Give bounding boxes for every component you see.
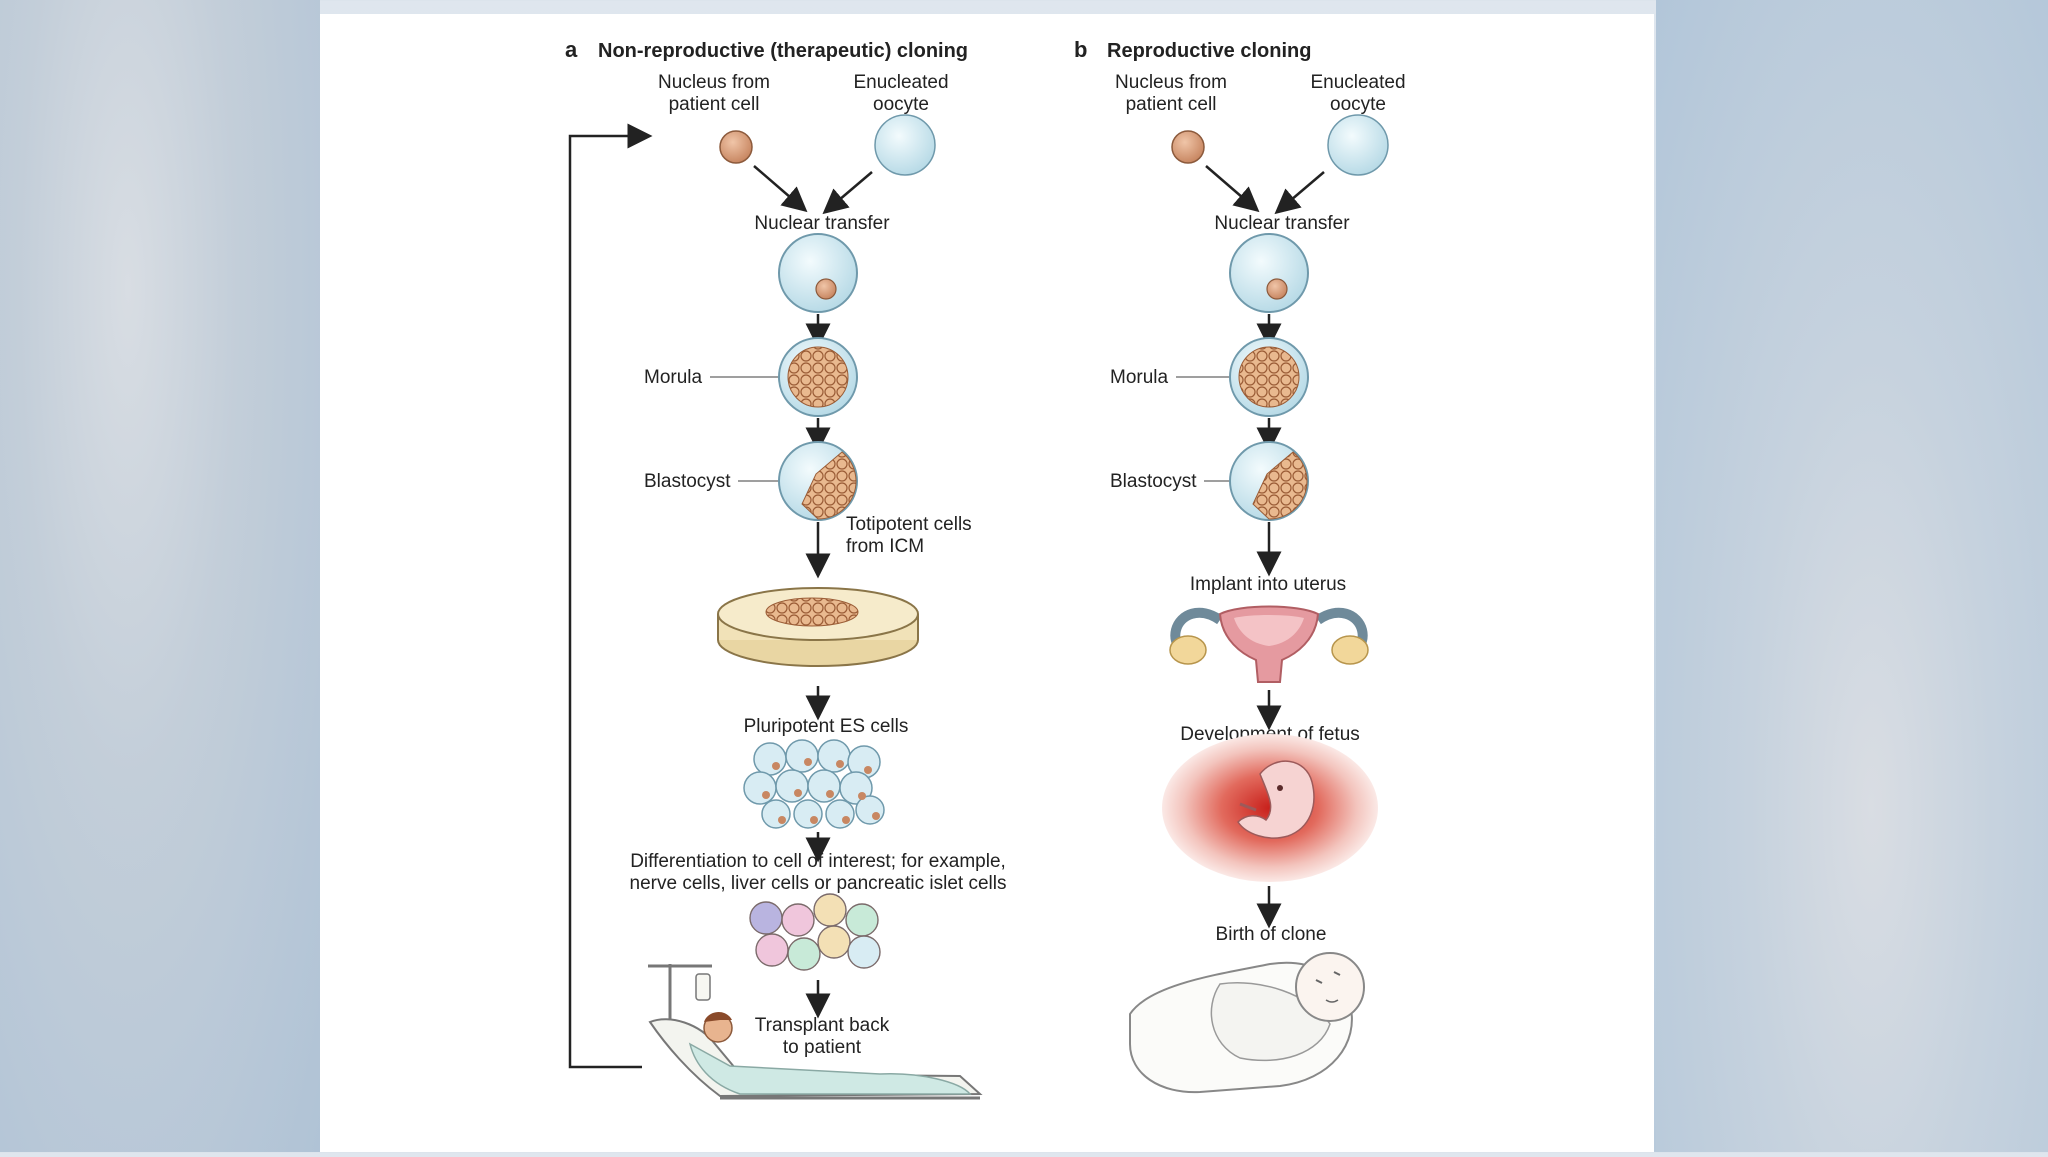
panel-a-arrow-oocyte — [822, 171, 873, 215]
panel-a-totipotent-2: from ICM — [846, 536, 924, 557]
panel-b-title: Reproductive cloning — [1107, 40, 1311, 62]
panel-a-transfer-oocyte — [778, 233, 858, 313]
panel-a-es-cells — [743, 739, 885, 829]
background-right — [1656, 0, 2048, 1152]
panel-b-nucleus-label-1: Nucleus from — [1115, 72, 1227, 93]
panel-b-morula-label: Morula — [1110, 367, 1169, 388]
panel-a-morula-label: Morula — [644, 367, 703, 388]
panel-b-morula-cells — [1238, 346, 1300, 408]
panel-b-blastocyst-label: Blastocyst — [1110, 471, 1197, 492]
cloning-diagram: a Non-reproductive (therapeutic) cloning… — [565, 37, 1406, 1100]
panel-b-nuclear-transfer: Nuclear transfer — [1214, 213, 1350, 234]
panel-b-implant: Implant into uterus — [1190, 574, 1346, 595]
panel-a-transplant-1: Transplant back — [755, 1015, 890, 1036]
panel-a-nucleus-label-1: Nucleus from — [658, 72, 770, 93]
panel-b-nucleus-label-2: patient cell — [1126, 94, 1217, 115]
panel-a-nuclear-transfer: Nuclear transfer — [754, 213, 890, 234]
panel-a-differentiated-cells — [749, 893, 881, 971]
panel-b-oocyte-label-1: Enucleated — [1310, 72, 1405, 93]
panel-b-nucleus-cell — [1171, 130, 1205, 164]
background-left — [0, 0, 320, 1152]
panel-a-oocyte-label-2: oocyte — [873, 94, 929, 115]
panel-a-pluripotent: Pluripotent ES cells — [744, 716, 909, 737]
panel-b-oocyte-label-2: oocyte — [1330, 94, 1386, 115]
panel-a-letter: a — [565, 37, 578, 62]
panel-a-differentiation-1: Differentiation to cell of interest; for… — [630, 851, 1006, 872]
panel-a-arrow-nucleus — [753, 165, 808, 213]
panel-b-uterus-illustration — [1169, 605, 1369, 683]
diagram-panel: a Non-reproductive (therapeutic) cloning… — [320, 14, 1654, 1152]
panel-b-letter: b — [1074, 37, 1087, 62]
panel-a-oocyte-label-1: Enucleated — [853, 72, 948, 93]
panel-b-birth: Birth of clone — [1216, 924, 1327, 945]
panel-a-title: Non-reproductive (therapeutic) cloning — [598, 40, 968, 62]
panel-b-icm — [1252, 451, 1308, 520]
panel-b-fetus — [1237, 760, 1315, 839]
panel-a-transfer-nucleus — [815, 278, 837, 300]
panel-a-oocyte — [874, 114, 936, 176]
panel-a-feedback-arrow — [568, 123, 653, 1069]
panel-a-patient-illustration — [648, 964, 983, 1100]
panel-b-arrow-nucleus — [1205, 165, 1260, 213]
panel-a-nucleus-label-2: patient cell — [669, 94, 760, 115]
panel-a-icm — [801, 451, 857, 520]
panel-a-es-nuclei — [762, 758, 880, 824]
panel-a-blastocyst-label: Blastocyst — [644, 471, 731, 492]
panel-a-morula-cells — [787, 346, 849, 408]
panel-b-oocyte — [1327, 114, 1389, 176]
panel-b-transfer-nucleus — [1266, 278, 1288, 300]
panel-b-baby-illustration — [1129, 952, 1365, 1094]
panel-a-differentiation-2: nerve cells, liver cells or pancreatic i… — [630, 873, 1007, 894]
panel-a-dish-cells — [765, 597, 859, 627]
panel-b-transfer-oocyte — [1229, 233, 1309, 313]
panel-a-transplant-2: to patient — [783, 1037, 862, 1058]
panel-b-arrow-oocyte — [1274, 171, 1325, 215]
panel-a-nucleus-cell — [719, 130, 753, 164]
panel-a-totipotent-1: Totipotent cells — [846, 514, 972, 535]
